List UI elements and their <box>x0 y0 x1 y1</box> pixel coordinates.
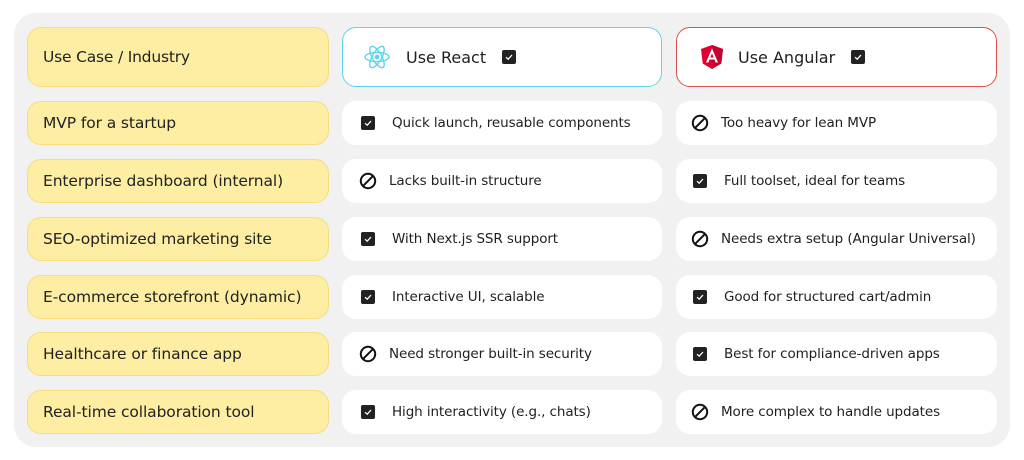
angular-note: Needs extra setup (Angular Universal) <box>721 231 976 247</box>
angular-cell: Good for structured cart/admin <box>676 275 997 319</box>
angular-note: Good for structured cart/admin <box>724 289 932 305</box>
ban-icon <box>691 403 709 421</box>
react-cell: Interactive UI, scalable <box>342 275 662 319</box>
react-cell: With Next.js SSR support <box>342 217 662 261</box>
ban-icon <box>691 230 709 248</box>
react-cell: Lacks built-in structure <box>342 159 662 203</box>
checkbox-checked-icon <box>693 290 707 304</box>
react-note: With Next.js SSR support <box>392 231 559 247</box>
checkbox-checked-icon <box>361 405 375 419</box>
react-cell: High interactivity (e.g., chats) <box>342 390 662 434</box>
header-react: Use React <box>342 27 662 87</box>
header-usecase-label: Use Case / Industry <box>43 48 190 66</box>
usecase-label: Enterprise dashboard (internal) <box>43 172 284 190</box>
usecase-cell: Healthcare or finance app <box>27 332 329 376</box>
usecase-label: MVP for a startup <box>43 114 176 132</box>
checkbox-checked-icon <box>693 347 707 361</box>
react-note: Need stronger built-in security <box>389 346 592 362</box>
react-logo-icon <box>363 44 391 70</box>
react-note: Quick launch, reusable components <box>392 115 631 131</box>
ban-icon <box>359 172 377 190</box>
checkbox-checked-icon <box>361 232 375 246</box>
usecase-cell: Enterprise dashboard (internal) <box>27 159 329 203</box>
angular-cell: More complex to handle updates <box>676 390 997 434</box>
usecase-cell: E-commerce storefront (dynamic) <box>27 275 329 319</box>
usecase-cell: Real-time collaboration tool <box>27 390 329 434</box>
checkbox-checked-icon <box>361 290 375 304</box>
angular-cell: Full toolset, ideal for teams <box>676 159 997 203</box>
angular-cell: Needs extra setup (Angular Universal) <box>676 217 997 261</box>
header-usecase: Use Case / Industry <box>27 27 329 87</box>
ban-icon <box>691 114 709 132</box>
checkbox-checked-icon <box>502 50 517 64</box>
react-note: High interactivity (e.g., chats) <box>392 404 591 420</box>
react-cell: Need stronger built-in security <box>342 332 662 376</box>
react-note: Lacks built-in structure <box>389 173 542 189</box>
angular-note: Too heavy for lean MVP <box>721 115 877 131</box>
usecase-label: Real-time collaboration tool <box>43 403 255 421</box>
angular-note: Full toolset, ideal for teams <box>724 173 906 189</box>
angular-note: More complex to handle updates <box>721 404 941 420</box>
angular-logo-icon <box>701 45 723 69</box>
react-note: Interactive UI, scalable <box>392 289 545 305</box>
angular-cell: Best for compliance-driven apps <box>676 332 997 376</box>
angular-cell: Too heavy for lean MVP <box>676 101 997 145</box>
usecase-label: Healthcare or finance app <box>43 345 242 363</box>
ban-icon <box>359 345 377 363</box>
usecase-label: E-commerce storefront (dynamic) <box>43 288 302 306</box>
header-angular-label: Use Angular <box>738 47 836 67</box>
header-angular: Use Angular <box>676 27 997 87</box>
angular-note: Best for compliance-driven apps <box>724 346 940 362</box>
usecase-label: SEO-optimized marketing site <box>43 230 272 248</box>
usecase-cell: SEO-optimized marketing site <box>27 217 329 261</box>
header-react-label: Use React <box>406 47 487 67</box>
checkbox-checked-icon <box>361 116 375 130</box>
usecase-cell: MVP for a startup <box>27 101 329 145</box>
checkbox-checked-icon <box>851 50 866 64</box>
checkbox-checked-icon <box>693 174 707 188</box>
react-cell: Quick launch, reusable components <box>342 101 662 145</box>
